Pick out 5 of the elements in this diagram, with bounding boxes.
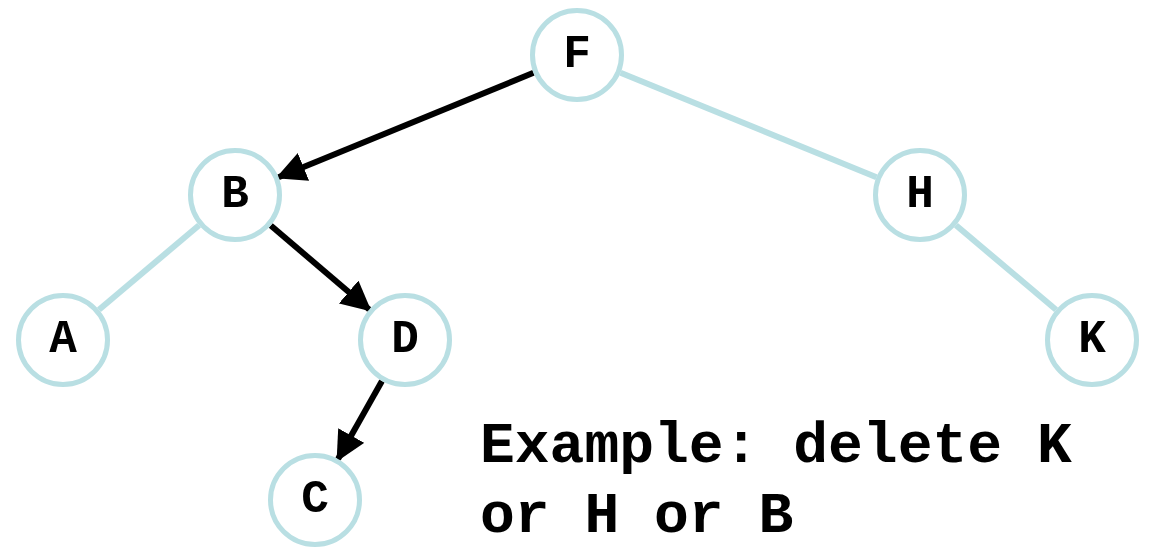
connector-line <box>954 223 1058 312</box>
example-note: Example: delete K or H or B <box>480 413 1073 551</box>
connector-line <box>97 223 201 312</box>
arrow <box>268 223 372 312</box>
arrow <box>335 379 385 462</box>
